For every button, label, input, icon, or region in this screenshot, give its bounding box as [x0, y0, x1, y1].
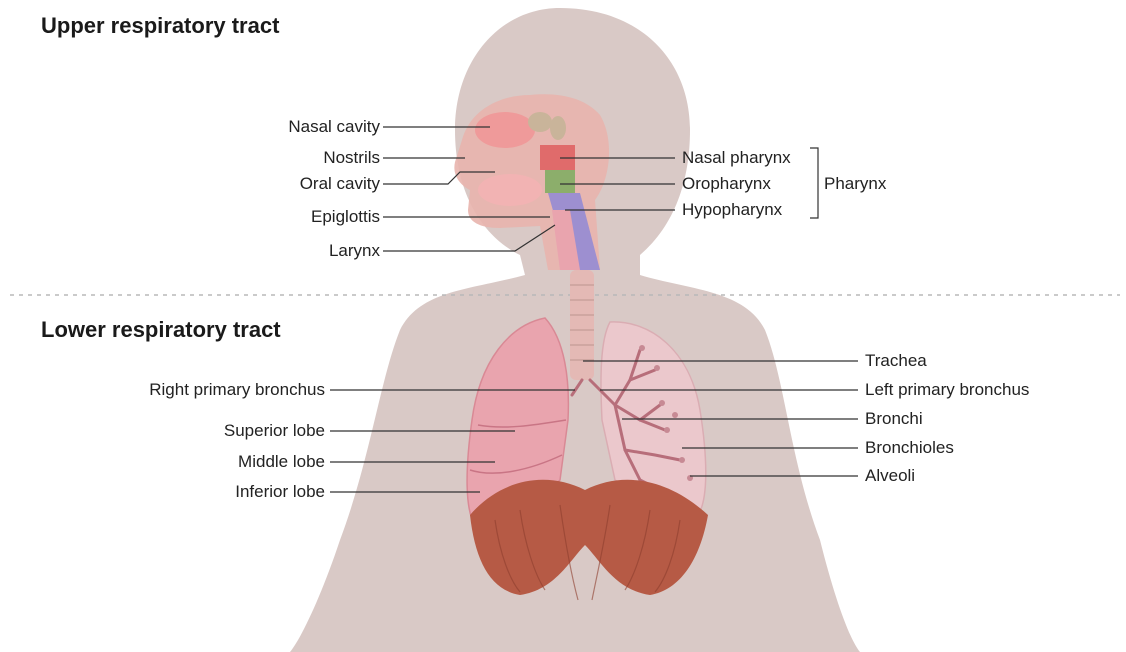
oral-cavity-shape [478, 174, 542, 206]
label-middle-lobe: Middle lobe [80, 452, 325, 472]
label-bronchi: Bronchi [865, 409, 923, 429]
lower-section-title: Lower respiratory tract [41, 317, 281, 343]
label-pharynx: Pharynx [824, 174, 886, 194]
label-oral-cavity: Oral cavity [180, 174, 380, 194]
label-larynx: Larynx [180, 241, 380, 261]
label-hypopharynx: Hypopharynx [682, 200, 782, 220]
label-inferior-lobe: Inferior lobe [80, 482, 325, 502]
label-left-primary-bronchus: Left primary bronchus [865, 380, 1029, 400]
upper-section-title: Upper respiratory tract [41, 13, 279, 39]
label-trachea: Trachea [865, 351, 927, 371]
label-epiglottis: Epiglottis [180, 207, 380, 227]
oropharynx-shape [545, 170, 575, 193]
label-alveoli: Alveoli [865, 466, 915, 486]
label-right-primary-bronchus: Right primary bronchus [80, 380, 325, 400]
label-superior-lobe: Superior lobe [80, 421, 325, 441]
label-nasal-cavity: Nasal cavity [180, 117, 380, 137]
nasal-cavity-shape [475, 112, 535, 148]
trachea [570, 270, 594, 380]
label-bronchioles: Bronchioles [865, 438, 954, 458]
label-oropharynx: Oropharynx [682, 174, 771, 194]
label-nasal-pharynx: Nasal pharynx [682, 148, 791, 168]
label-nostrils: Nostrils [180, 148, 380, 168]
